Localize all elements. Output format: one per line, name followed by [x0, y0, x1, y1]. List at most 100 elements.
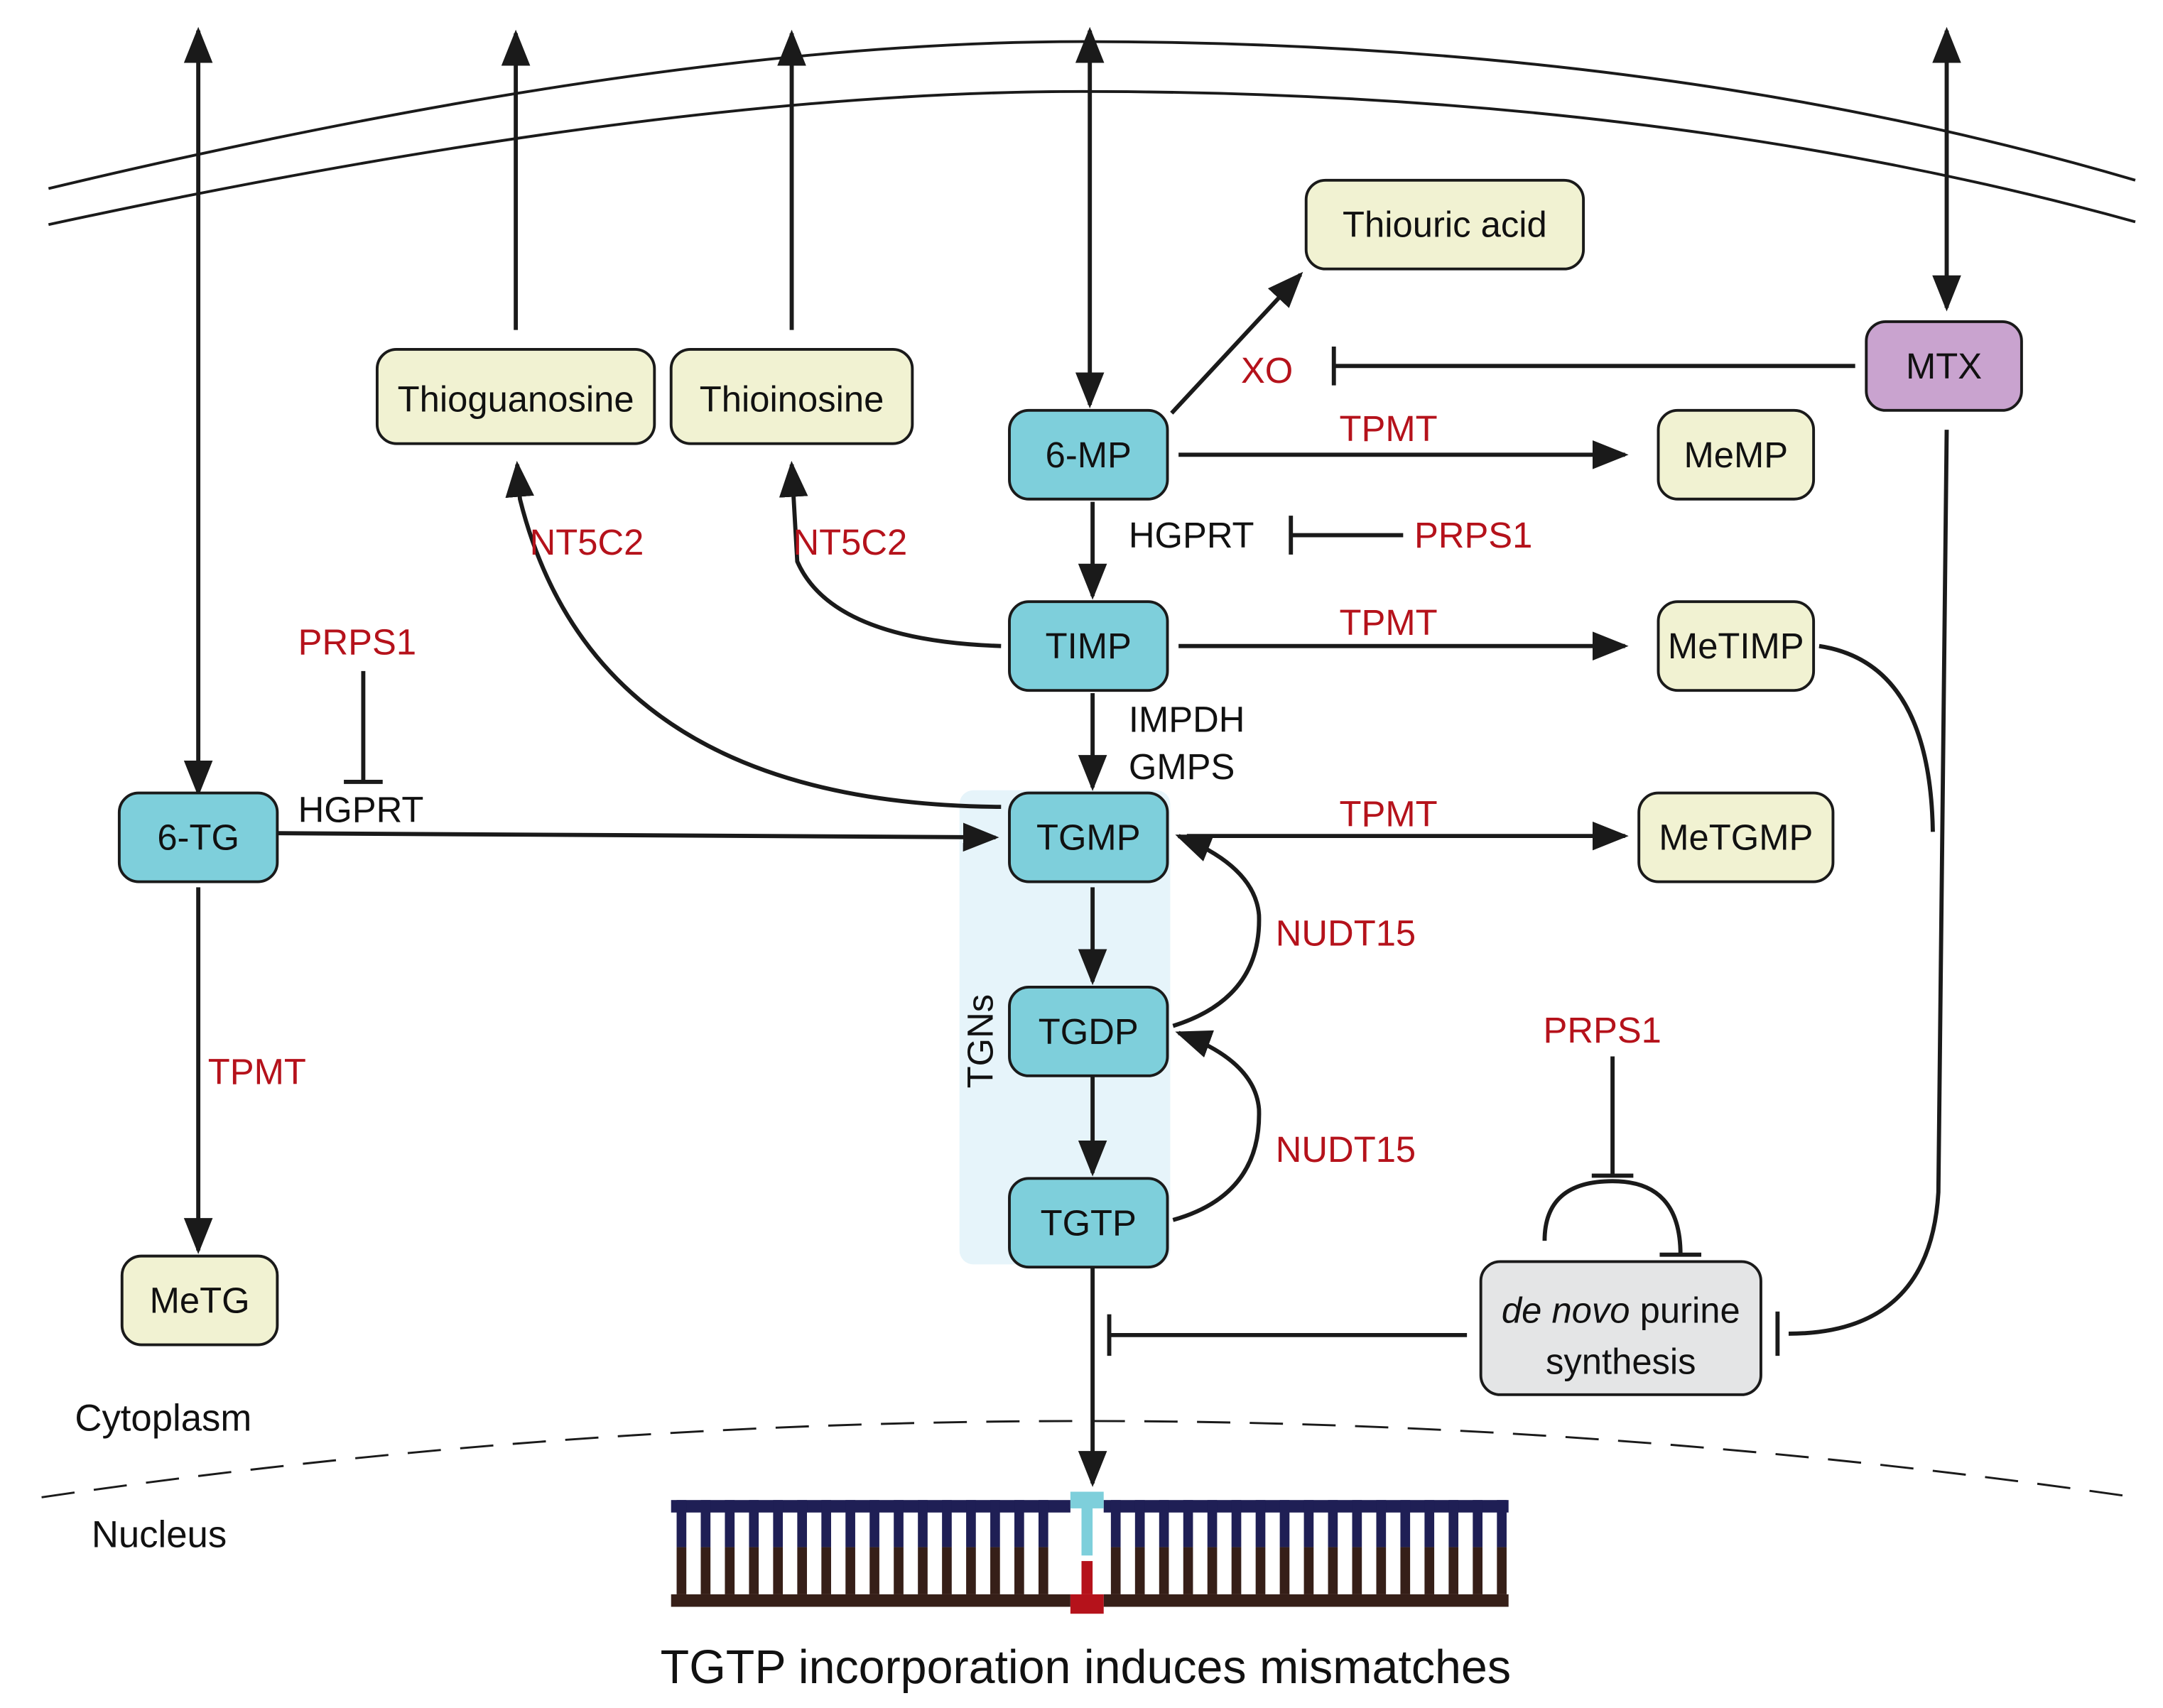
label-tgmp: TGMP	[1036, 817, 1141, 858]
node-metimp[interactable]: MeTIMP	[1657, 600, 1816, 692]
enzyme-nt5c2-right: NT5C2	[793, 522, 908, 562]
dna-base-pair-bottom	[1497, 1547, 1507, 1594]
dna-base-pair-bottom	[725, 1547, 735, 1594]
dna-base-pair-top	[869, 1500, 879, 1547]
dna-base-pair-bottom	[1207, 1547, 1218, 1594]
dna-base-pair-top	[1376, 1500, 1387, 1547]
dna-base-pair-bottom	[869, 1547, 879, 1594]
dna-base-pair-top	[990, 1500, 1000, 1547]
arrow-nudt15-tgdp-tgmp	[1172, 834, 1262, 1028]
dna-base-pair-bottom	[1424, 1547, 1435, 1594]
node-6mp[interactable]: 6-MP	[1008, 408, 1169, 501]
dna-base-pair-top	[1110, 1500, 1121, 1547]
dna-base-pair-bottom	[942, 1547, 952, 1594]
arrows	[183, 26, 1961, 1487]
dna-base-pair-top	[1328, 1500, 1338, 1547]
enzyme-tpmt-metgmp: TPMT	[1340, 793, 1438, 834]
dna-base-pair-bottom	[966, 1547, 976, 1594]
dna-base-pair-top	[1352, 1500, 1362, 1547]
node-mtx[interactable]: MTX	[1865, 320, 2023, 412]
dna-base-pair-top	[1424, 1500, 1435, 1547]
mismatch-base-partner	[1070, 1594, 1104, 1614]
label-thiouric-acid: Thiouric acid	[1343, 205, 1547, 245]
arrow-6tg-tgmp	[277, 822, 999, 852]
node-metg[interactable]: MeTG	[120, 1254, 279, 1347]
dna-base-pair-top	[700, 1500, 711, 1547]
dna-base-pair-bottom	[797, 1547, 808, 1594]
arrow-nudt15-tgtp-tgdp	[1172, 1030, 1262, 1222]
mismatch-base-partner-stem	[1081, 1561, 1093, 1594]
dna-base-pair-top	[918, 1500, 928, 1547]
label-timp: TIMP	[1046, 626, 1132, 666]
label-memp: MeMP	[1684, 435, 1788, 475]
label-6mp: 6-MP	[1046, 435, 1132, 475]
label-de-novo-line1: de novo purine	[1502, 1290, 1740, 1330]
dna-base-pair-top	[1159, 1500, 1169, 1547]
nuclear-envelope	[41, 1420, 2136, 1498]
enzyme-tpmt-memp: TPMT	[1340, 408, 1438, 449]
dna-base-pair-top	[966, 1500, 976, 1547]
node-tgmp[interactable]: TGMP	[1008, 791, 1169, 883]
dna-base-pair-top	[894, 1500, 904, 1547]
arrow-timp-thioinosine	[779, 460, 1002, 648]
enzyme-prps1-top: PRPS1	[1414, 515, 1532, 555]
dna-base-pair-top	[1279, 1500, 1290, 1547]
dna-base-pair-bottom	[1473, 1547, 1482, 1594]
label-cytoplasm: Cytoplasm	[75, 1398, 251, 1440]
arrow-tgmp-thioguanosine	[505, 460, 1002, 810]
inhibit-mtx-denovo	[1788, 430, 1949, 1336]
node-6tg[interactable]: 6-TG	[117, 791, 279, 883]
label-thioguanosine: Thioguanosine	[398, 379, 634, 420]
node-timp[interactable]: TIMP	[1008, 600, 1169, 692]
label-hgprt-tg: HGPRT	[298, 790, 424, 830]
dna-bottom-backbone	[1103, 1594, 1509, 1607]
dna-double-helix	[671, 1491, 1509, 1614]
label-nucleus: Nucleus	[92, 1514, 227, 1556]
dna-base-pair-bottom	[990, 1547, 1000, 1594]
dna-base-pair-top	[749, 1500, 759, 1547]
dna-base-pair-bottom	[1376, 1547, 1387, 1594]
dna-base-pair-top	[1231, 1500, 1242, 1547]
mismatch-base-tgtp-stem	[1081, 1500, 1093, 1556]
enzyme-xo: XO	[1241, 350, 1293, 391]
enzyme-nudt15-upper: NUDT15	[1276, 913, 1416, 953]
dna-base-pair-bottom	[1400, 1547, 1411, 1594]
label-metgmp: MeTGMP	[1659, 817, 1813, 858]
dna-base-pair-top	[1400, 1500, 1411, 1547]
label-de-novo-line2: synthesis	[1546, 1341, 1696, 1381]
dna-base-pair-bottom	[1183, 1547, 1193, 1594]
label-impdh: IMPDH	[1129, 700, 1245, 740]
node-thioguanosine[interactable]: Thioguanosine	[375, 347, 656, 445]
dna-base-pair-top	[676, 1500, 687, 1547]
node-tgdp[interactable]: TGDP	[1008, 985, 1169, 1077]
label-tgtp: TGTP	[1041, 1202, 1137, 1243]
label-metg: MeTG	[150, 1280, 250, 1321]
node-memp[interactable]: MeMP	[1657, 408, 1816, 501]
node-metgmp[interactable]: MeTGMP	[1637, 791, 1835, 883]
dna-base-pair-bottom	[1014, 1547, 1024, 1594]
dna-base-pair-top	[725, 1500, 735, 1547]
label-gmps: GMPS	[1129, 746, 1235, 787]
label-thioinosine: Thioinosine	[700, 379, 884, 420]
label-tgns: TGNs	[960, 994, 1001, 1089]
dna-base-pair-top	[942, 1500, 952, 1547]
dna-base-pair-top	[1038, 1500, 1048, 1547]
enzyme-nt5c2-left: NT5C2	[530, 522, 644, 562]
label-6tg: 6-TG	[157, 817, 239, 858]
dna-base-pair-bottom	[1231, 1547, 1242, 1594]
dna-base-pair-top	[1497, 1500, 1507, 1547]
dna-base-pair-bottom	[773, 1547, 784, 1594]
enzyme-tpmt-metimp: TPMT	[1340, 602, 1438, 643]
dna-base-pair-bottom	[1255, 1547, 1266, 1594]
label-hgprt-mp: HGPRT	[1129, 515, 1254, 555]
node-tgtp[interactable]: TGTP	[1008, 1177, 1169, 1269]
arrow-6mp-thiouric	[1170, 271, 1303, 415]
dna-base-pair-bottom	[1303, 1547, 1314, 1594]
dna-base-pair-top	[1255, 1500, 1266, 1547]
dna-base-pair-top	[1134, 1500, 1145, 1547]
dna-base-pair-bottom	[1110, 1547, 1121, 1594]
node-thiouric-acid[interactable]: Thiouric acid	[1304, 178, 1585, 271]
node-thioinosine[interactable]: Thioinosine	[669, 347, 914, 445]
node-de-novo-purine-synthesis[interactable]: de novo purine synthesis	[1479, 1260, 1762, 1396]
